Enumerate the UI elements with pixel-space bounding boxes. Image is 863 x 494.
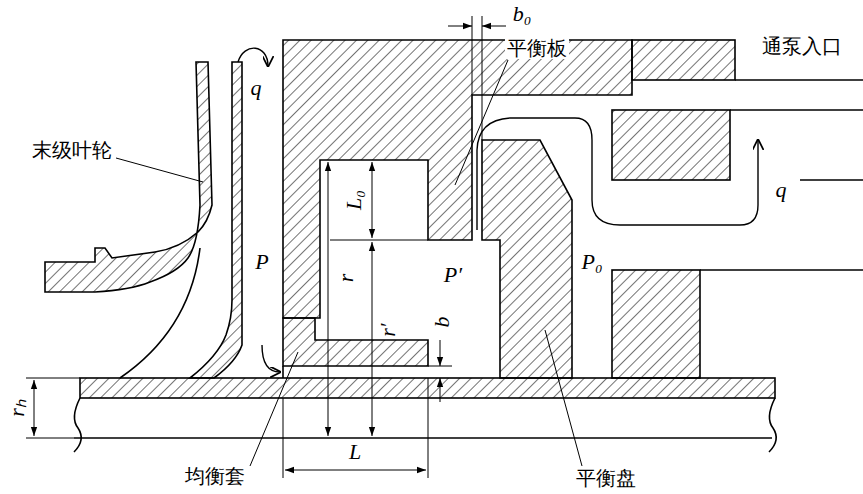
casing-lines [730,109,863,111]
dimension-line [26,438,74,439]
dimension-line [448,26,472,27]
dimension-label: b [430,315,454,330]
hatched-casing [612,110,730,180]
hatched-casing [612,270,700,378]
flow-symbol: q [249,76,264,100]
hatched-casing [632,40,735,80]
flow-arrow [238,48,268,66]
dimension-line [372,242,373,436]
casing-lines [700,269,863,271]
dimension-line [330,240,428,241]
dimension-line [428,378,429,478]
casing-lines [800,179,863,181]
shaft [769,398,776,452]
casing-lines [700,80,863,270]
flow-arrow [477,118,758,230]
leader-line [116,60,582,466]
dimension-label: b₀ [511,2,534,26]
impeller [45,62,212,292]
dimension-label: L [347,440,363,464]
dimension-line [328,162,329,436]
dimension-line [372,162,373,238]
dimension-line [26,378,80,379]
leader-line [455,60,508,185]
part-name: 末级叶轮 [30,139,114,161]
part-name: 平衡板 [505,37,569,59]
shaft [282,366,284,378]
leader-line [250,352,298,466]
balance-disc [482,140,572,378]
dimension-line [482,26,506,27]
shaft [74,366,776,452]
dimension-line [285,470,426,471]
flow-symbol: q [774,178,789,202]
flow-arrow [262,345,280,372]
dimension-line [34,380,35,436]
impeller [190,62,242,378]
balance-disc [482,140,572,378]
pressure-symbol: P [253,250,270,274]
pressure-symbol: P₀ [579,250,604,274]
dimension-line [283,398,284,478]
part-name: 通泵入口 [760,35,844,57]
dimension-label: L₀ [342,188,366,212]
dimension-line [440,340,441,366]
dimension-line [472,16,473,95]
casing-lines [735,79,863,81]
impeller [45,62,242,378]
hatched-casing [283,40,735,378]
part-name: 平衡盘 [574,467,638,489]
dimension-label: r [334,272,358,285]
flow-arrow [238,48,758,372]
dimension-line [26,16,506,478]
pressure-symbol: P′ [442,263,464,287]
part-name: 均衡套 [183,465,247,487]
shaft [74,398,81,452]
impeller [120,248,200,378]
dimension-line [440,378,441,402]
shaft [74,437,772,439]
balance-sleeve [283,318,428,366]
leader-line [545,330,582,466]
balance-sleeve [283,318,428,366]
dimension-label: r′ [376,321,400,338]
hatched-casing [283,40,632,318]
dimension-label: rₕ [5,397,29,419]
leader-line [116,158,203,182]
